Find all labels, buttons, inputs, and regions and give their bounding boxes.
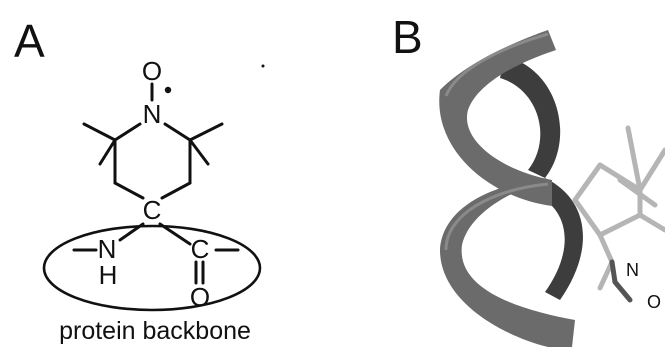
radical-dot xyxy=(164,86,172,94)
atom-hydrogen-amide: H xyxy=(99,260,118,290)
panel-a-label: A xyxy=(14,15,45,67)
ring-bond xyxy=(163,122,192,142)
ring-bond xyxy=(160,181,192,200)
helix-highlight xyxy=(444,182,549,251)
stick xyxy=(597,212,643,238)
helix-atom-nitrogen: N xyxy=(626,260,639,280)
stick xyxy=(625,125,643,193)
backbone-caption: protein backbone xyxy=(59,317,251,345)
stick xyxy=(597,232,615,265)
panel-a-structure xyxy=(42,82,262,312)
atom-carbon-carbonyl: C xyxy=(191,234,210,264)
panel-b-helix xyxy=(439,30,583,347)
atom-oxygen-top: O xyxy=(142,56,162,86)
stick xyxy=(597,259,615,291)
methyl-bond xyxy=(188,122,224,142)
panel-b-label: B xyxy=(392,11,423,63)
stick xyxy=(612,279,633,303)
helix-back-strand xyxy=(500,56,561,178)
stick xyxy=(637,147,665,193)
spin-label-nitroxide xyxy=(609,259,633,303)
atom-nitrogen-ring: N xyxy=(143,99,162,129)
helix-atom-oxygen: O xyxy=(647,292,661,312)
methyl-bond xyxy=(98,138,117,166)
atom-nitrogen-amide: N xyxy=(98,234,117,264)
ring-bond xyxy=(113,122,142,142)
stick xyxy=(637,212,665,233)
methyl-bond xyxy=(82,122,117,142)
spin-label-model xyxy=(572,125,665,291)
stick xyxy=(617,177,658,208)
stick xyxy=(572,162,603,203)
helix-highlight xyxy=(444,32,549,97)
backbone-ellipse xyxy=(42,224,262,312)
methyl-bond xyxy=(188,138,210,166)
stick xyxy=(609,259,618,285)
stick xyxy=(572,197,603,238)
helix-front-ribbon xyxy=(440,180,575,347)
stray-dot xyxy=(261,64,265,68)
helix-back-strand xyxy=(535,178,583,300)
ring-bond xyxy=(113,181,145,200)
atom-oxygen-carbonyl: O xyxy=(190,282,210,312)
helix-front-ribbon xyxy=(439,30,556,206)
atom-carbon-alpha: C xyxy=(143,195,162,225)
